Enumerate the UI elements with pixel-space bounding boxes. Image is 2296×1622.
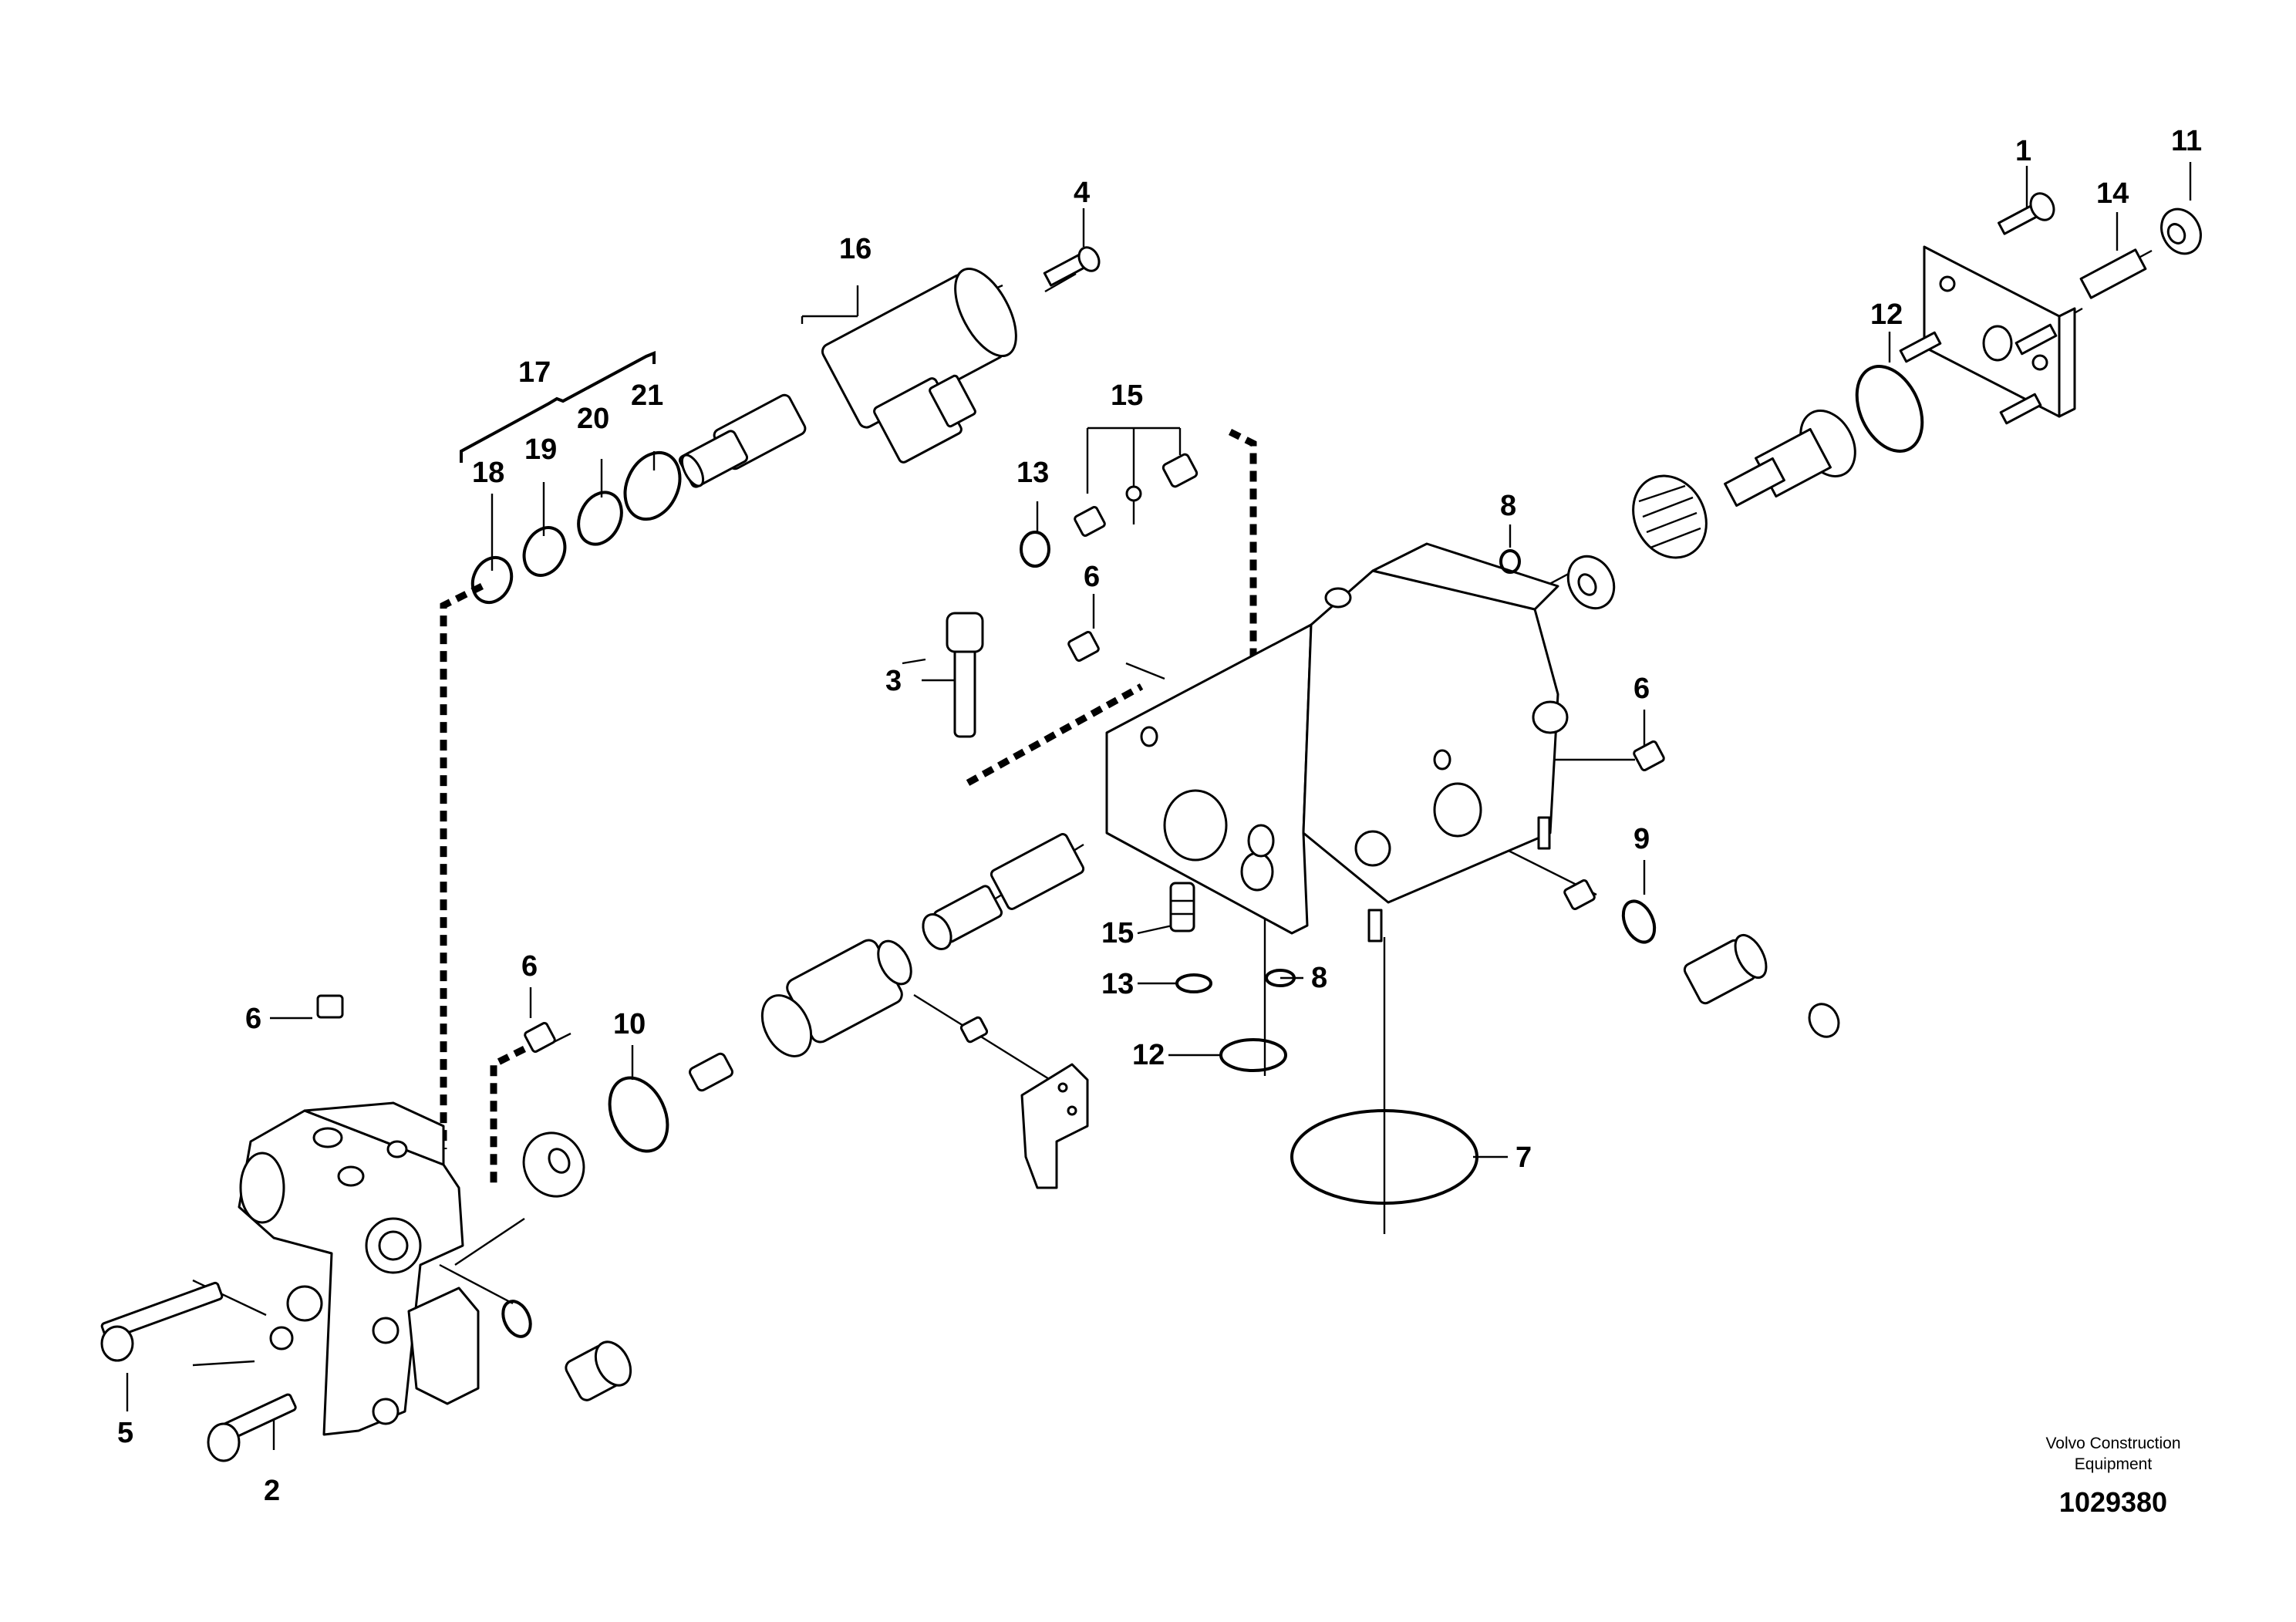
spool-assembly (522, 833, 1089, 1198)
callout-labels: 1 2 3 4 5 6 6 6 6 7 8 8 9 10 11 12 12 13… (117, 125, 2202, 1507)
callout-8-top: 8 (1500, 490, 1516, 522)
callout-15-bottom: 15 (1101, 917, 1134, 949)
callout-6-top: 6 (1084, 561, 1100, 593)
callout-14: 14 (2096, 177, 2129, 210)
callout-17: 17 (518, 356, 551, 389)
callout-13-top: 13 (1017, 457, 1049, 489)
callout-13-bottom: 13 (1101, 968, 1134, 1000)
callout-11: 11 (2171, 125, 2202, 157)
callout-16: 16 (839, 233, 872, 265)
callout-7: 7 (1515, 1141, 1532, 1174)
callout-15-top: 15 (1111, 379, 1143, 412)
footer-company-line1: Volvo Construction (2045, 1435, 2180, 1452)
callout-12-top: 12 (1870, 298, 1903, 331)
left-bolts (100, 1281, 632, 1462)
callout-9: 9 (1633, 823, 1650, 855)
footer-drawing-number: 1029380 (2059, 1486, 2167, 1518)
callout-8-bottom: 8 (1311, 962, 1327, 994)
callout-21: 21 (631, 379, 663, 412)
callout-19: 19 (524, 433, 557, 466)
callout-2: 2 (264, 1475, 280, 1507)
screw-4 (1043, 246, 1101, 287)
footer-block: Volvo Construction Equipment 1029380 (2045, 1435, 2180, 1518)
callout-1: 1 (2015, 135, 2031, 167)
callout-12-bottom: 12 (1132, 1039, 1165, 1071)
seal-rings-18-21 (470, 450, 682, 605)
bolt-3 (946, 612, 984, 738)
callout-10: 10 (613, 1008, 646, 1040)
callout-20: 20 (577, 403, 609, 435)
callout-18: 18 (472, 457, 504, 489)
check-parts-13-15-top (1020, 453, 1521, 574)
callout-6-left: 6 (245, 1003, 261, 1035)
solenoid-valve-16 (678, 267, 1017, 488)
bracket-17 (460, 351, 656, 463)
callout-6-left-top: 6 (521, 950, 538, 983)
cover-plate-assembly (1566, 192, 2202, 610)
plugs-6 (316, 631, 1665, 1053)
check-parts-lower (1169, 879, 1840, 1205)
footer-company-line2: Equipment (2075, 1455, 2153, 1473)
main-valve-housing (1105, 542, 1569, 943)
callout-4: 4 (1074, 177, 1090, 209)
callout-3: 3 (885, 665, 902, 697)
left-valve-block (238, 1101, 480, 1436)
callout-6-right: 6 (1633, 673, 1650, 705)
callout-5: 5 (117, 1417, 133, 1449)
